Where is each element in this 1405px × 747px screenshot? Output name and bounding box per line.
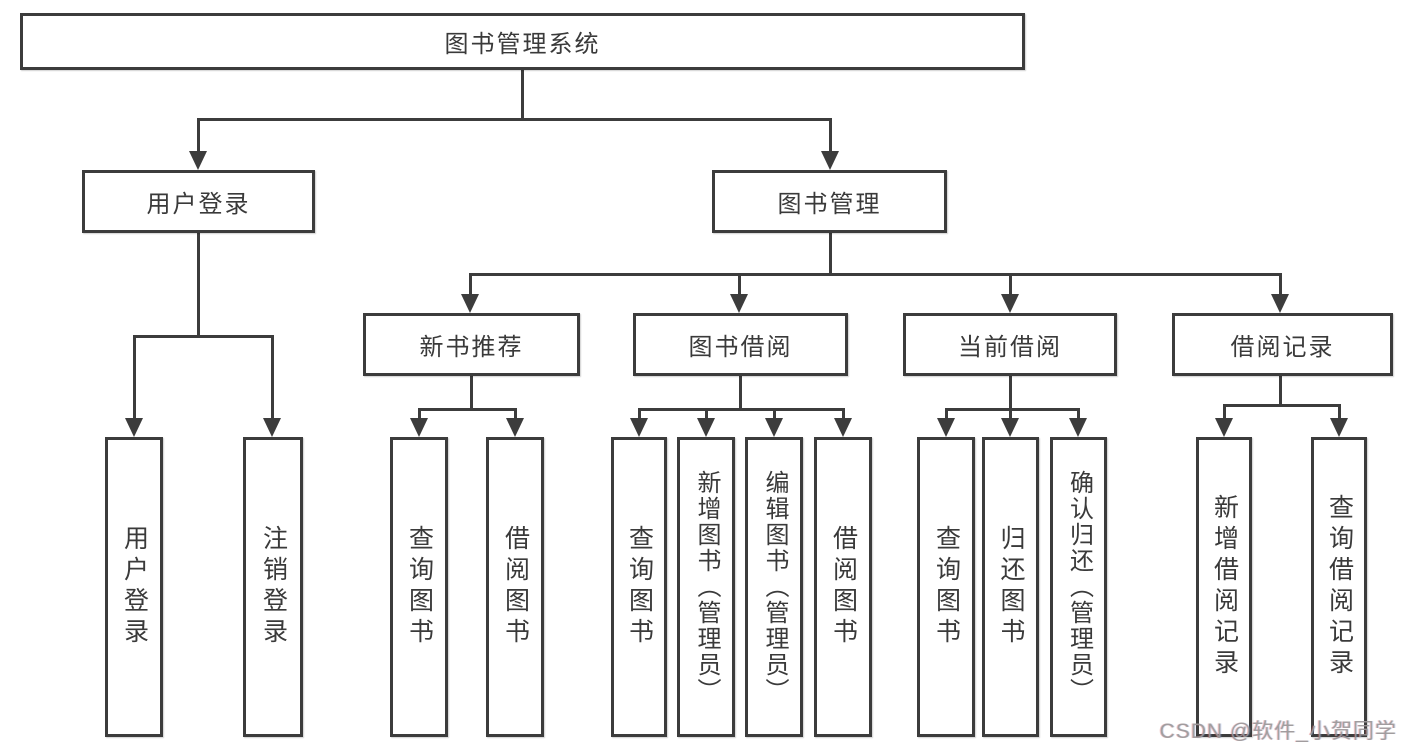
- node-label-leaf-query-book-2: 查询图书: [625, 525, 654, 649]
- node-book-borrow: 图书借阅: [633, 313, 848, 376]
- edge-stem-current-borrow: [1008, 376, 1012, 411]
- edge-drop-current-borrow-1: [1008, 408, 1012, 420]
- edge-stem-user-login: [196, 233, 200, 338]
- node-label-leaf-borrow-book-2: 借阅图书: [829, 525, 858, 649]
- edge-drop-new-book-recommend-1: [513, 408, 517, 420]
- edge-drop-new-book-recommend-0: [417, 408, 421, 420]
- edge-drop-user-login-0: [132, 335, 136, 420]
- node-leaf-edit-book: 编辑图书（管理员）: [745, 437, 803, 737]
- edge-drop-user-login-1: [270, 335, 274, 420]
- edge-drop-book-management-3: [1278, 273, 1282, 296]
- edge-drop-book-management-0: [468, 273, 472, 296]
- node-label-current-borrow: 当前借阅: [958, 334, 1062, 361]
- edge-stem-book-borrow: [738, 376, 742, 411]
- arrowhead-icon: [506, 418, 524, 437]
- node-current-borrow: 当前借阅: [903, 313, 1117, 376]
- node-label-leaf-user-login: 用户登录: [120, 525, 149, 649]
- node-label-new-book-recommend: 新书推荐: [419, 334, 524, 361]
- edge-bar-borrow-records: [1222, 404, 1341, 407]
- node-label-borrow-records: 借阅记录: [1230, 334, 1335, 361]
- arrowhead-icon: [834, 418, 852, 437]
- node-leaf-query-book-1: 查询图书: [390, 437, 448, 737]
- arrowhead-icon: [630, 418, 648, 437]
- edge-stem-new-book-recommend: [469, 376, 473, 411]
- node-label-leaf-edit-book: 编辑图书（管理员）: [761, 470, 788, 704]
- node-leaf-borrow-book-2: 借阅图书: [814, 437, 872, 737]
- node-label-leaf-add-book: 新增图书（管理员）: [693, 470, 720, 704]
- arrowhead-icon: [461, 294, 479, 313]
- edge-bar-root: [196, 118, 832, 121]
- arrowhead-icon: [730, 294, 748, 313]
- node-label-leaf-query-borrow-record: 查询借阅记录: [1325, 494, 1354, 680]
- node-leaf-confirm-return: 确认归还（管理员）: [1050, 437, 1107, 737]
- node-book-management: 图书管理: [712, 170, 947, 233]
- edge-bar-current-borrow: [944, 408, 1080, 411]
- edge-drop-book-management-1: [737, 273, 741, 296]
- edge-bar-user-login: [132, 335, 274, 338]
- edge-drop-current-borrow-2: [1076, 408, 1080, 420]
- node-label-book-borrow: 图书借阅: [688, 334, 793, 361]
- node-label-book-management: 图书管理: [777, 191, 882, 218]
- edge-drop-current-borrow-0: [944, 408, 948, 420]
- edge-drop-borrow-records-0: [1222, 404, 1226, 420]
- edge-stem-book-management: [828, 233, 832, 276]
- node-leaf-add-book: 新增图书（管理员）: [677, 437, 735, 737]
- node-new-book-recommend: 新书推荐: [363, 313, 580, 376]
- edge-drop-book-borrow-0: [637, 408, 641, 420]
- edge-stem-borrow-records: [1278, 376, 1282, 407]
- edge-drop-book-borrow-2: [772, 408, 776, 420]
- arrowhead-icon: [1001, 294, 1019, 313]
- edge-drop-root-0: [196, 118, 200, 153]
- arrowhead-icon: [937, 418, 955, 437]
- edge-bar-new-book-recommend: [417, 408, 517, 411]
- node-leaf-return-book: 归还图书: [982, 437, 1039, 737]
- node-leaf-user-login: 用户登录: [105, 437, 163, 737]
- node-root: 图书管理系统: [20, 13, 1025, 70]
- node-label-leaf-logout: 注销登录: [259, 525, 288, 649]
- node-label-leaf-add-borrow-record: 新增借阅记录: [1210, 494, 1239, 680]
- node-leaf-query-book-2: 查询图书: [611, 437, 667, 737]
- node-leaf-borrow-book-1: 借阅图书: [486, 437, 544, 737]
- node-leaf-logout: 注销登录: [243, 437, 303, 737]
- edge-drop-book-borrow-1: [704, 408, 708, 420]
- node-borrow-records: 借阅记录: [1172, 313, 1393, 376]
- arrowhead-icon: [410, 418, 428, 437]
- node-leaf-query-book-3: 查询图书: [917, 437, 975, 737]
- node-label-leaf-return-book: 归还图书: [997, 525, 1025, 649]
- node-label-leaf-query-book-3: 查询图书: [932, 525, 961, 649]
- node-leaf-add-borrow-record: 新增借阅记录: [1196, 437, 1252, 737]
- arrowhead-icon: [765, 418, 783, 437]
- node-label-leaf-confirm-return: 确认归还（管理员）: [1065, 470, 1093, 704]
- edge-drop-borrow-records-1: [1337, 404, 1341, 420]
- node-label-leaf-query-book-1: 查询图书: [405, 525, 434, 649]
- edge-stem-root: [520, 70, 524, 121]
- node-user-login: 用户登录: [82, 170, 315, 233]
- csdn-watermark: CSDN @软件_小贺同学: [1159, 720, 1397, 743]
- arrowhead-icon: [1271, 294, 1289, 313]
- arrowhead-icon: [263, 418, 281, 437]
- arrowhead-icon: [125, 418, 143, 437]
- node-leaf-query-borrow-record: 查询借阅记录: [1311, 437, 1367, 737]
- edge-bar-book-management: [468, 273, 1282, 276]
- node-label-user-login: 用户登录: [146, 191, 251, 218]
- edge-bar-book-borrow: [637, 408, 845, 411]
- arrowhead-icon: [821, 151, 839, 170]
- arrowhead-icon: [1330, 418, 1348, 437]
- edge-drop-book-management-2: [1008, 273, 1012, 296]
- arrowhead-icon: [697, 418, 715, 437]
- arrowhead-icon: [189, 151, 207, 170]
- arrowhead-icon: [1001, 418, 1019, 437]
- arrowhead-icon: [1069, 418, 1087, 437]
- node-label-root: 图书管理系统: [444, 31, 601, 58]
- edge-drop-root-1: [828, 118, 832, 153]
- edge-drop-book-borrow-3: [841, 408, 845, 420]
- arrowhead-icon: [1215, 418, 1233, 437]
- node-label-leaf-borrow-book-1: 借阅图书: [501, 525, 530, 649]
